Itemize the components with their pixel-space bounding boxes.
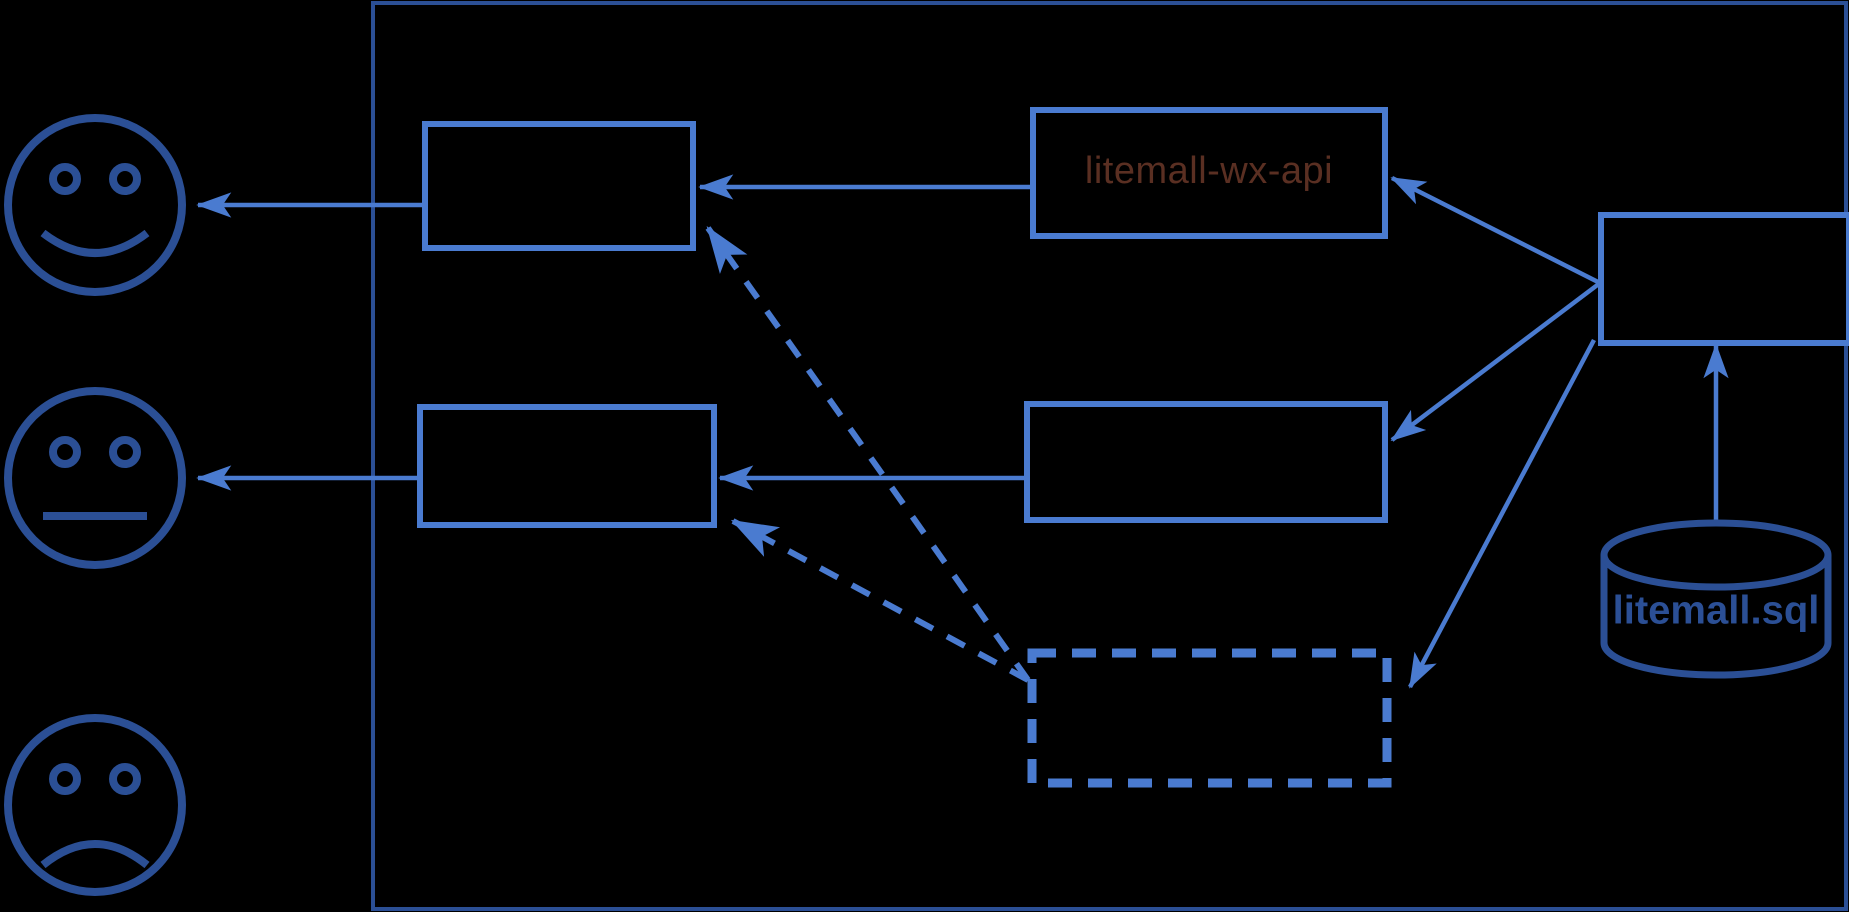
happy-face-icon: [4, 114, 186, 296]
component-box-group: litemall-wx-api: [417, 107, 1849, 788]
core-service-dashed-box-rect[interactable]: [1027, 648, 1392, 788]
litemall-sql-database[interactable]: litemall.sql: [1600, 519, 1832, 679]
frontend-bottom-box[interactable]: [417, 404, 717, 528]
admin-api-box-rect[interactable]: [1024, 401, 1388, 523]
core-service-dashed-box[interactable]: [1027, 648, 1392, 788]
arrow-core-to-frontend-top: [705, 226, 1031, 682]
frontend-top-box[interactable]: [422, 121, 696, 251]
litemall-wx-api-box[interactable]: litemall-wx-api: [1030, 107, 1388, 239]
arrow-dbservice-to-core: [1408, 338, 1596, 689]
system-boundary: [371, 1, 1848, 911]
arrow-dbservice-to-wxapi: [1390, 175, 1602, 286]
arrow-core-to-frontend-bottom: [730, 518, 1030, 683]
arrow-group: [196, 174, 1729, 689]
frontend-top-box-rect[interactable]: [422, 121, 696, 251]
litemall-wx-api-box-rect[interactable]: [1030, 107, 1388, 239]
sad-face-icon: [4, 714, 186, 896]
db-service-box-rect[interactable]: [1598, 212, 1849, 346]
database-label: litemall.sql: [1613, 589, 1820, 633]
database-body: [1600, 555, 1832, 679]
database-top-ellipse: [1600, 519, 1832, 591]
db-service-box[interactable]: [1598, 212, 1849, 346]
admin-api-box[interactable]: [1024, 401, 1388, 523]
neutral-face-icon: [4, 387, 186, 569]
frontend-bottom-box-rect[interactable]: [417, 404, 717, 528]
arrow-dbservice-to-adminapi: [1390, 281, 1602, 442]
litemall-wx-api-box-label: litemall-wx-api: [1085, 150, 1333, 192]
